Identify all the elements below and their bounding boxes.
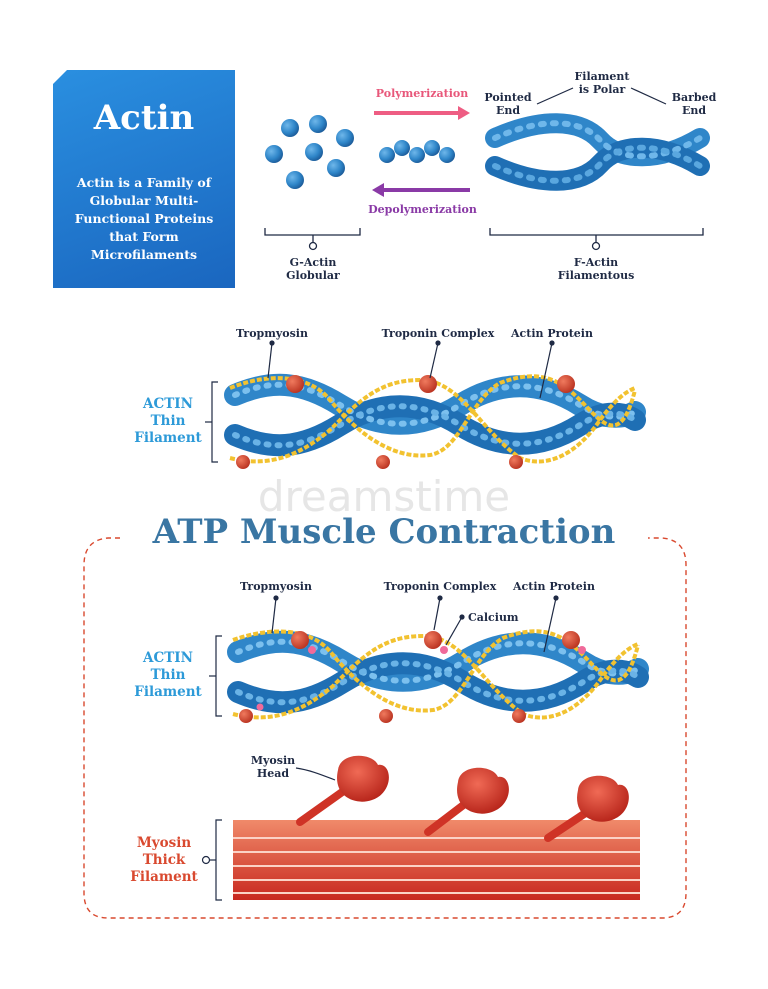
- braces-top: [264, 228, 704, 251]
- troponin-label-top: Troponin Complex: [381, 327, 495, 340]
- g-actin-monomers: [265, 115, 354, 189]
- f-actin-filament: [485, 113, 710, 191]
- tropomyosin-label-top: Tropmyosin: [236, 327, 308, 340]
- thin-filament-bottom: [227, 629, 649, 723]
- actin-oligomer: [379, 140, 455, 163]
- calcium-label: Calcium: [468, 611, 519, 624]
- card-folded-corner: [53, 70, 67, 84]
- polymerization-arrow: [374, 106, 470, 120]
- card-description: Actin is a Family of Globular Multi-Func…: [74, 175, 214, 262]
- tropomyosin-label-bottom: Tropmyosin: [240, 580, 312, 593]
- polymerization-label: Polymerization: [375, 87, 469, 100]
- myosin-thick-filament: [233, 820, 640, 900]
- myosin-callouts: [201, 767, 336, 901]
- thin-filament-top: [224, 373, 646, 469]
- actin-info-card: Actin Actin is a Family of Globular Mult…: [53, 70, 235, 288]
- card-title: Actin: [93, 98, 195, 138]
- f-actin-callouts: [536, 87, 667, 105]
- page-heading: ATP Muscle Contraction: [152, 512, 616, 552]
- watermark: dreamstime: [257, 472, 511, 521]
- troponin-label-bottom: Troponin Complex: [383, 580, 497, 593]
- contraction-dashed-container: [83, 537, 687, 919]
- depolymerization-arrow: [372, 183, 470, 197]
- thin-filament-bottom-callouts: [209, 595, 559, 717]
- depolymerization-label: Depolymerization: [368, 203, 477, 216]
- myosin-heads: [296, 755, 629, 842]
- actin-protein-label-top: Actin Protein: [511, 327, 593, 340]
- thin-filament-top-callouts: [205, 340, 555, 463]
- actin-protein-label-bottom: Actin Protein: [513, 580, 595, 593]
